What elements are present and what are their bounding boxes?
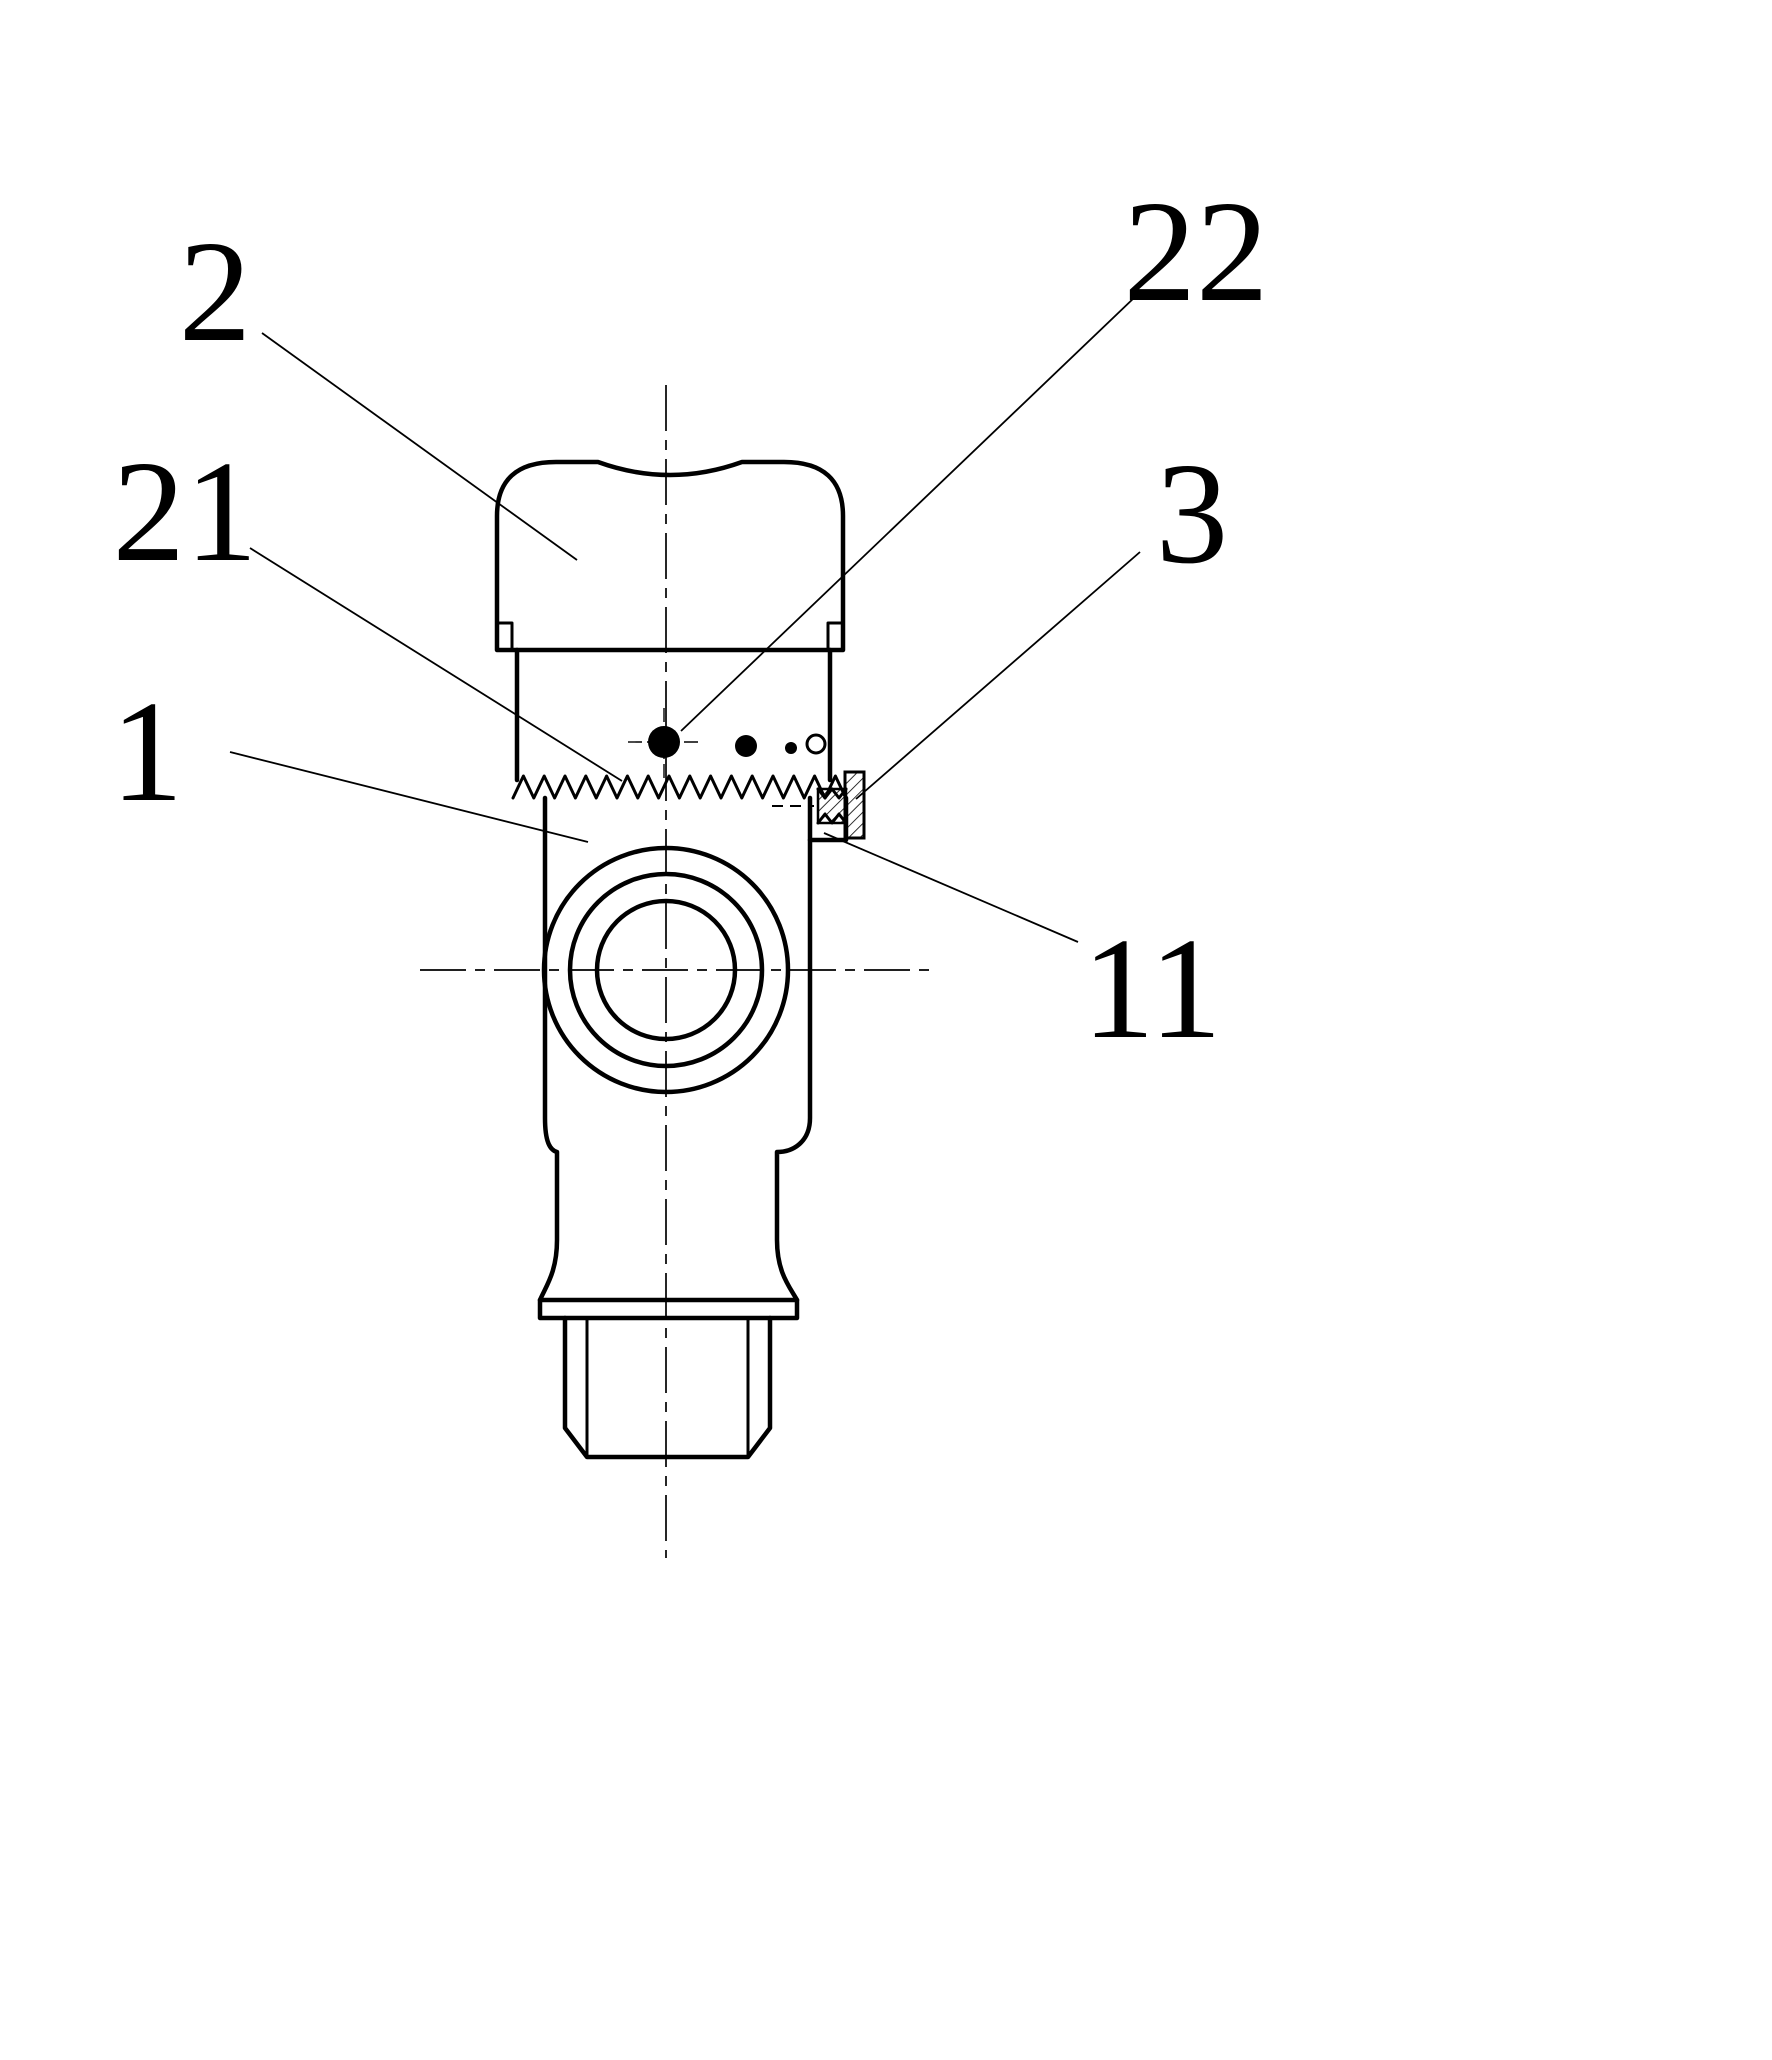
serration-zigzag (511, 774, 848, 800)
leader-vent-holes (680, 295, 1137, 732)
leader-body-step (823, 832, 1079, 943)
set-screw-thread-bottom (816, 812, 848, 825)
leader-cap (261, 332, 578, 561)
valve-body (537, 795, 849, 1460)
leader-lines (229, 295, 1141, 943)
cap-outline (494, 459, 846, 653)
leader-knurled-edge (249, 547, 623, 782)
part-label-vent-holes: 22 (1124, 172, 1269, 332)
part-label-body-step: 11 (1082, 909, 1222, 1069)
vent-hole-small (785, 742, 797, 754)
cap-rim-steps (495, 621, 845, 652)
centerlines (420, 385, 935, 1558)
vent-holes (628, 708, 827, 778)
cap (494, 459, 846, 653)
neck (514, 647, 833, 783)
vent-hole-open (805, 733, 827, 755)
part-label-set-screw: 3 (1156, 434, 1229, 594)
part-label-knurled-edge: 21 (113, 432, 258, 592)
side-port-outer-circle (541, 845, 791, 1095)
set-screw-thread-top (816, 787, 848, 800)
body-right-profile (774, 795, 813, 1303)
vent-hole-medium (735, 735, 757, 757)
part-label-cap: 2 (179, 212, 252, 372)
side-port-inner-circle (594, 898, 738, 1042)
part-labels: 2 22 21 3 1 11 (111, 172, 1269, 1069)
leader-valve-body (229, 751, 589, 843)
part-label-valve-body: 1 (111, 672, 184, 832)
threaded-stud (562, 1315, 773, 1460)
knurled-edge (511, 774, 848, 800)
body-left-profile (537, 795, 560, 1303)
lower-flange (537, 1297, 800, 1321)
side-port-middle-circle (567, 871, 765, 1069)
leader-set-screw (855, 551, 1141, 800)
body-step (807, 795, 849, 843)
